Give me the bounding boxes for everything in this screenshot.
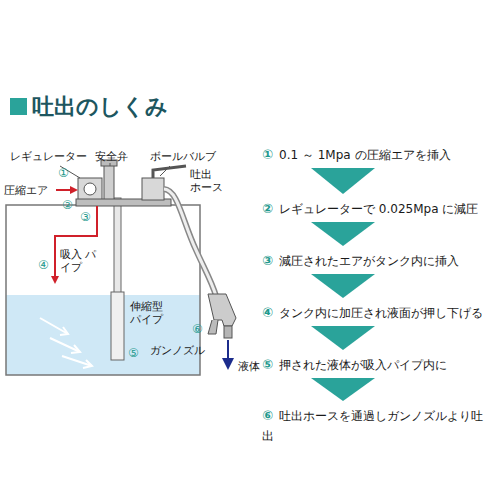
step-number: ③ <box>262 253 273 268</box>
part-label: 伸縮型 パイプ <box>130 300 170 326</box>
callout-number: ② <box>62 198 73 212</box>
step-box: ③ 減圧されたエアがタンク内に挿入 <box>258 248 496 272</box>
part-label: ガンノズル <box>150 344 205 357</box>
step-box: ① 0.1 ～ 1Mpa の圧縮エアを挿入 <box>258 142 496 166</box>
step-box: ② レギュレーターで 0.025Mpa に減圧 <box>258 196 496 220</box>
step-number: ④ <box>262 305 273 320</box>
callout-number: ③ <box>80 210 91 224</box>
flow-arrow <box>311 326 375 350</box>
step-text: 0.1 ～ 1Mpa の圧縮エアを挿入 <box>279 148 451 162</box>
step-text: 押された液体が吸入パイプ内に <box>279 358 447 372</box>
diagram-title: 吐出のしくみ <box>32 92 168 122</box>
part-label: ボールバルブ <box>150 150 216 163</box>
step-number: ① <box>262 147 273 162</box>
title-square <box>10 98 27 115</box>
flow-arrow <box>311 274 375 298</box>
part-label: 液体 <box>238 360 260 373</box>
callout-number: ① <box>58 166 69 180</box>
step-box: ⑤ 押された液体が吸入パイプ内に <box>258 352 496 376</box>
step-text: タンク内に加圧され液面が押し下げる <box>279 306 483 320</box>
step-text: 減圧されたエアがタンク内に挿入 <box>279 254 459 268</box>
regulator-gauge <box>84 183 96 195</box>
air-in-arrow <box>56 189 76 191</box>
liquid <box>6 295 200 375</box>
flow-arrow <box>311 222 375 246</box>
flow-arrow <box>311 378 375 401</box>
step-text: 吐出ホースを通過しガンノズルより吐出 <box>262 409 483 443</box>
air-path <box>55 206 97 282</box>
part-label: 吐出 ホース <box>190 168 226 194</box>
safety-valve <box>104 164 114 200</box>
step-number: ② <box>262 201 273 216</box>
step-number: ⑤ <box>262 357 273 372</box>
flow-arrow <box>311 168 375 194</box>
step-text: レギュレーターで 0.025Mpa に減圧 <box>279 202 478 216</box>
discharge-hose <box>164 189 216 296</box>
liquid-arrow <box>222 358 234 370</box>
telescopic-pipe <box>111 292 124 360</box>
callout-number: ④ <box>38 258 49 272</box>
callout-number: ⑥ <box>192 322 203 336</box>
callout-number: ⑤ <box>128 346 139 360</box>
flow-arrows <box>40 318 92 368</box>
step-number: ⑥ <box>262 408 273 423</box>
part-label: 安全弁 <box>95 150 128 163</box>
leader-lines <box>60 163 170 178</box>
valve-handle <box>153 166 186 178</box>
step-box: ④ タンク内に加圧され液面が押し下げる <box>258 300 496 324</box>
part-label: 圧縮エア <box>4 184 48 197</box>
regulator <box>78 178 102 200</box>
ball-valve <box>142 178 164 200</box>
suction-pipe <box>114 198 121 298</box>
part-label: レギュレーター <box>10 150 87 163</box>
part-label: 吸入 パイプ <box>60 248 98 274</box>
step-box: ⑥吐出ホースを通過しガンノズルより吐出 <box>258 403 496 447</box>
